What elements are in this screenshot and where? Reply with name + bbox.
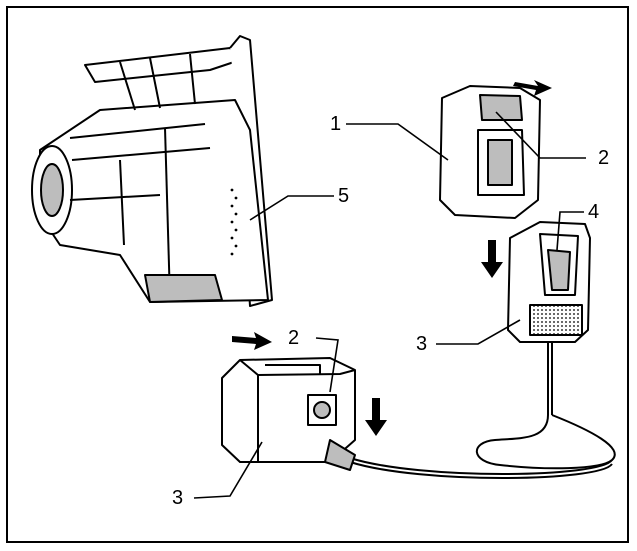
tool-vent <box>230 188 238 256</box>
callout-5: 5 <box>338 185 350 207</box>
callout-3-right: 3 <box>416 333 428 355</box>
callout-1: 1 <box>330 113 342 135</box>
leader-lines <box>193 111 586 499</box>
adapter-cable <box>349 342 616 479</box>
motion-arrows <box>232 80 552 436</box>
large-battery <box>221 357 356 471</box>
callout-2-top: 2 <box>598 147 610 169</box>
battery-adapter <box>507 221 591 343</box>
callout-3-bottom: 3 <box>172 487 184 509</box>
small-battery <box>439 85 541 219</box>
tool-body <box>31 35 273 307</box>
callout-4: 4 <box>588 201 600 223</box>
callout-2-bottom: 2 <box>288 327 300 349</box>
